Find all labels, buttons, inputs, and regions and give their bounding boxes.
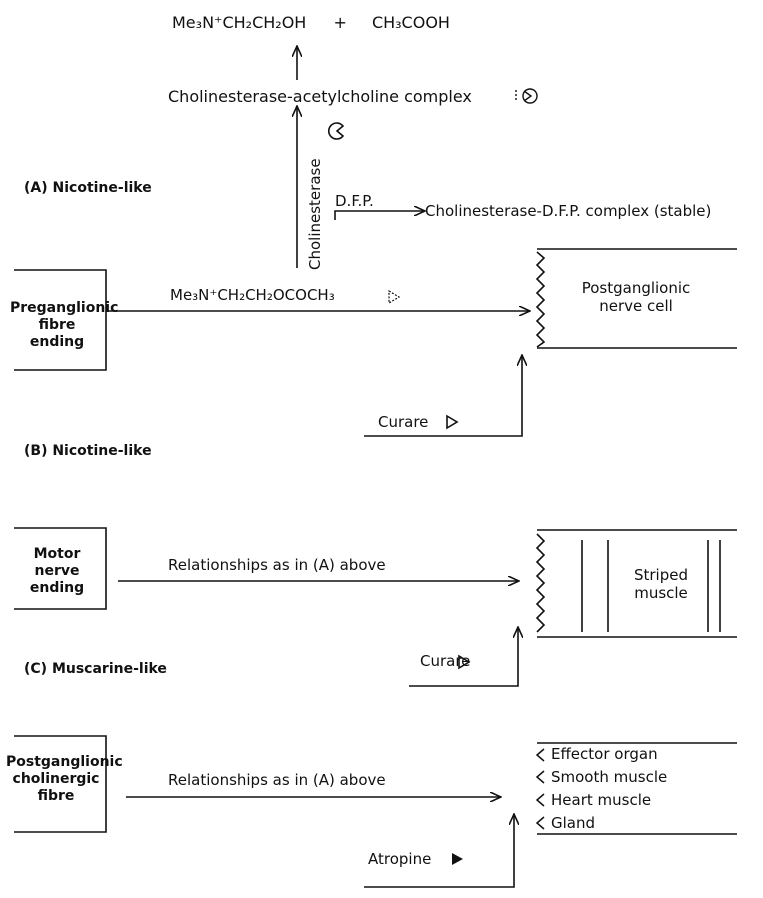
enzyme-label: Cholinesterase [306,158,324,270]
arrow-dfp [334,211,425,220]
atropine-symbol [452,853,463,865]
acetic-acid-formula: CH₃COOH [371,13,450,32]
source-box-b [14,527,107,610]
blocker-b: Curare [420,652,471,670]
source-a: Preganglionic fibre ending [10,300,119,350]
dfp-label: D.F.P. [335,192,374,210]
blocker-c: Atropine [368,850,432,868]
source-box-a [14,269,107,371]
complex-label: Cholinesterase-acetylcholine complex [168,87,472,106]
arrow-atropine [364,814,514,888]
target-a: Postganglionic nerve cell [581,279,691,315]
target-c-4: Gland [551,814,596,832]
target-c-1: Effector organ [551,745,658,763]
source-c: Postganglionic cholinergic fibre [6,754,123,804]
dfp-complex-label: Cholinesterase-D.F.P. complex (stable) [425,202,712,220]
receptor-zigzag-a [535,251,546,348]
acetylcholine-symbol [388,289,401,305]
plus-sign: + [333,13,347,32]
receptor-zigzag-c [535,748,545,830]
source-b: Motor nerve ending [29,546,85,596]
arrow-curare-a [364,355,522,437]
target-b: Striped muscle [633,566,688,602]
receptor-zigzag-b [535,533,546,633]
curare-symbol-b [458,654,471,670]
relation-c: Relationships as in (A) above [168,771,386,789]
cholinesterase-symbol [328,122,345,140]
blocker-a: Curare [378,413,429,431]
acetylcholine-complex-symbol [515,88,538,104]
products-line: Me₃N⁺CH₂CH₂OH + CH₃COOH [172,14,450,32]
choline-formula: Me₃N⁺CH₂CH₂OH [172,13,307,32]
heading-c: (C) Muscarine-like [24,661,167,677]
arrow-curare-b [409,627,518,687]
transmitter-formula: Me₃N⁺CH₂CH₂OCOCH₃ [170,286,335,304]
curare-symbol-a [446,414,459,430]
relation-b: Relationships as in (A) above [168,556,386,574]
source-box-c [14,735,107,833]
heading-a: (A) Nicotine-like [24,180,152,196]
target-c-2: Smooth muscle [551,768,668,786]
target-c-3: Heart muscle [551,791,652,809]
heading-b: (B) Nicotine-like [24,443,152,459]
